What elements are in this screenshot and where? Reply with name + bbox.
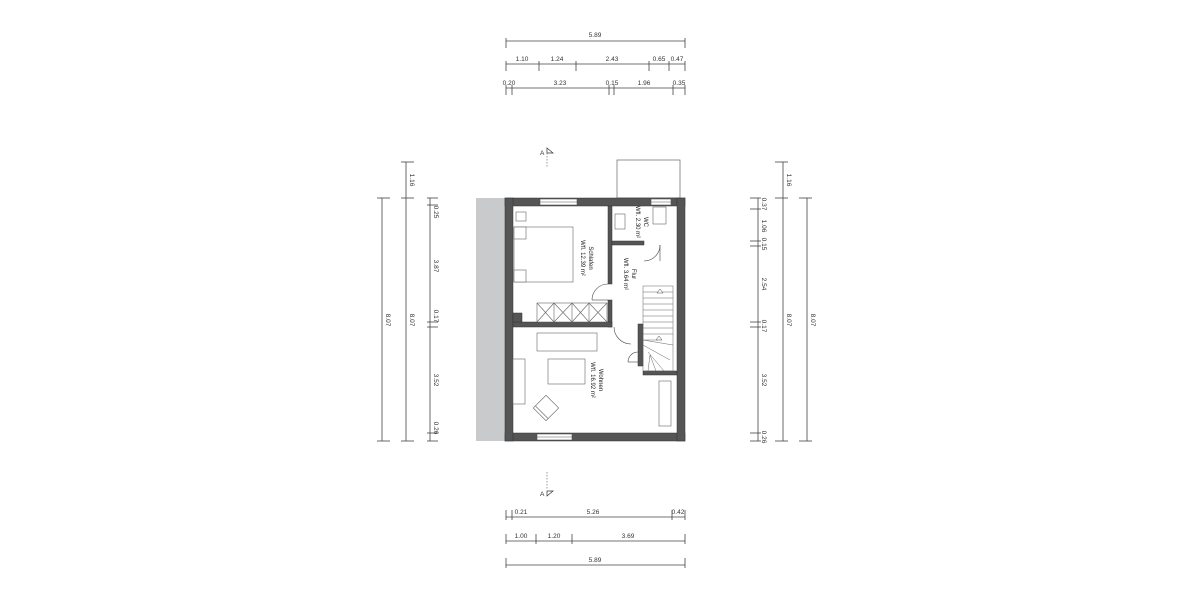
dim-label: 0.42 (672, 509, 685, 516)
dim-label: 1.16 (785, 174, 792, 187)
adjacent-building-hatch (476, 198, 505, 441)
left-dimension-chain (377, 161, 438, 442)
coffee-table (547, 358, 586, 385)
dim-label: 0.21 (515, 509, 528, 516)
room-label-wohnen: Wohnen Wfl. 16.92 m² (589, 362, 603, 398)
section-arrow-icon (546, 490, 554, 497)
dim-label: 1.20 (548, 533, 561, 540)
room-name: Flur (630, 269, 636, 279)
door-swing-wohnen (613, 326, 632, 345)
entrance-canopy (616, 159, 681, 199)
windows (536, 198, 672, 441)
dim-label: 1.00 (515, 533, 528, 540)
section-label: A (540, 491, 545, 498)
doors (591, 244, 661, 363)
cabinet (658, 380, 672, 427)
door-swing-schlafen (591, 283, 609, 301)
dim-label: 1.06 (760, 220, 767, 233)
dim-label: 3.87 (432, 260, 439, 273)
dim-label: 0.15 (606, 80, 619, 87)
room-label-wc: WC Wfl. 2.30 m² (634, 206, 648, 238)
bottom-dimension-labels: 0.21 5.26 0.42 1.00 1.20 3.69 5.89 (515, 509, 685, 564)
dim-label: 0.15 (760, 238, 767, 251)
dim-label: 1.96 (638, 80, 651, 87)
dim-label: 1.24 (551, 56, 564, 63)
staircase (642, 285, 674, 372)
dim-label: 2.54 (760, 278, 767, 291)
top-dimension-chain (505, 38, 686, 95)
section-marker-bottom: A (540, 472, 554, 498)
room-name: Wohnen (597, 369, 603, 391)
dim-label: 0.20 (503, 80, 516, 87)
right-dimension-labels: 0.37 1.06 0.15 2.54 0.17 3.52 0.26 1.16 … (760, 174, 816, 444)
armchair (532, 394, 560, 422)
stair-arrow-icon (655, 335, 663, 341)
room-area: Wfl. 3.64 m² (622, 258, 628, 290)
door-swing-stair (627, 351, 639, 363)
dim-label: 0.35 (673, 80, 686, 87)
sofa (512, 358, 526, 405)
section-label: A (540, 150, 545, 157)
dim-label: 8.07 (785, 314, 792, 327)
dim-label: 0.17 (432, 310, 439, 323)
room-name: Schlafen (587, 246, 593, 269)
room-name: WC (642, 217, 648, 228)
room-label-schlafen: Schlafen Wfl. 12.39 m² (579, 240, 593, 276)
nightstand (515, 211, 527, 222)
dim-label: 0.65 (653, 56, 666, 63)
dim-label: 8.07 (384, 314, 391, 327)
sideboard (536, 332, 598, 352)
room-label-flur: Flur Wfl. 3.64 m² (622, 258, 636, 290)
dim-label: 1.16 (408, 174, 415, 187)
right-dimension-chain (750, 161, 812, 442)
dim-label: 2.43 (606, 56, 619, 63)
room-area: Wfl. 16.92 m² (589, 362, 595, 398)
dim-label: 0.17 (760, 320, 767, 333)
wardrobe (536, 302, 608, 323)
furniture (512, 206, 672, 427)
dim-label: 1.10 (516, 56, 529, 63)
dim-label: 8.07 (809, 314, 816, 327)
dim-top-total: 5.89 (589, 32, 602, 39)
dim-label: 5.26 (587, 509, 600, 516)
section-marker-top: A (540, 147, 554, 168)
left-dimension-labels: 8.07 8.07 1.16 0.25 3.87 0.17 3.52 0.26 (384, 174, 439, 435)
dim-label: 0.47 (671, 56, 684, 63)
stair-arrow-icon (656, 288, 664, 294)
dim-label: 0.37 (760, 198, 767, 211)
dim-label: 3.23 (554, 80, 567, 87)
wash-basin (614, 213, 626, 230)
room-area: Wfl. 12.39 m² (579, 240, 585, 276)
bottom-dimension-chain (505, 510, 686, 568)
dim-label: 0.26 (432, 422, 439, 435)
dim-label: 3.52 (432, 374, 439, 387)
dim-label: 3.52 (760, 374, 767, 387)
dim-bottom-total: 5.89 (589, 557, 602, 564)
top-dimension-labels: 5.89 1.10 1.24 2.43 0.65 0.47 0.20 3.23 … (503, 32, 686, 87)
room-labels: Schlafen Wfl. 12.39 m² WC Wfl. 2.30 m² F… (579, 206, 648, 398)
dim-label: 0.26 (760, 431, 767, 444)
dim-label: 0.25 (432, 206, 439, 219)
room-area: Wfl. 2.30 m² (634, 206, 640, 238)
walls (504, 197, 686, 442)
toilet (652, 206, 667, 225)
dim-label: 8.07 (408, 314, 415, 327)
dim-label: 3.69 (622, 533, 635, 540)
door-swing-wc (643, 244, 661, 262)
section-arrow-icon (546, 147, 554, 154)
